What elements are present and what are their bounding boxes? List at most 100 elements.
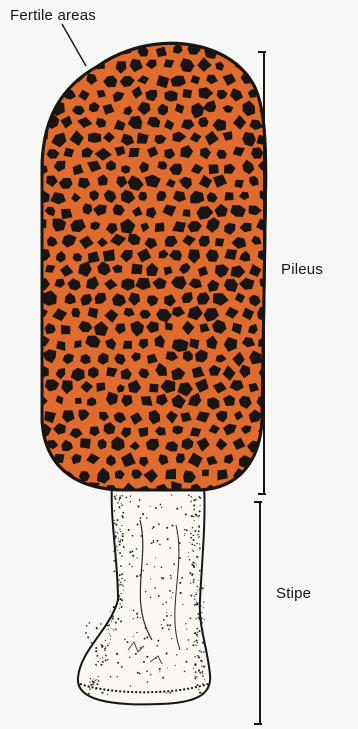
- stipe-stipple-dot: [188, 552, 189, 553]
- stipe-stipple-dot: [159, 668, 161, 670]
- cap-pit: [123, 341, 132, 349]
- cap-pit: [255, 74, 270, 87]
- stipe-stipple-dot: [166, 527, 168, 529]
- stipe-stipple-dot: [114, 520, 115, 521]
- stipe-stipple-dot: [95, 664, 97, 666]
- stipe-stipple-dot: [117, 662, 119, 664]
- stipe-stipple-dot: [139, 499, 141, 501]
- stipe-stipple-dot: [186, 628, 187, 629]
- stipe-stipple-dot: [120, 531, 121, 532]
- stipe-stipple-dot: [146, 670, 148, 672]
- stipe-stipple-dot: [118, 579, 120, 581]
- stipe-stipple-dot: [190, 583, 191, 584]
- stipe-stipple-dot: [112, 618, 113, 619]
- cap-pit: [44, 59, 56, 69]
- stipe-stipple-dot: [147, 681, 148, 682]
- stipe-stipple-dot: [198, 617, 200, 619]
- stipe-stipple-dot: [195, 514, 197, 516]
- stipe-stipple-dot: [119, 595, 120, 596]
- stipe-stipple-dot: [189, 542, 190, 543]
- stipe-stipple-dot: [159, 671, 160, 672]
- stipe-stipple-dot: [161, 624, 162, 625]
- stipe-stipple-dot: [199, 497, 201, 499]
- stipe-stipple-dot: [107, 625, 109, 627]
- stipe-stipple-dot: [202, 675, 204, 677]
- stipe-stipple-dot: [197, 603, 198, 604]
- stipe-bracket: [254, 502, 262, 724]
- stipe-stipple-dot: [139, 673, 141, 675]
- cap-pit: [129, 148, 140, 157]
- cap-pit: [88, 133, 101, 143]
- stipe-stipple-dot: [195, 644, 196, 645]
- stipe-stipple-dot: [85, 632, 87, 634]
- stipe-stipple-dot: [117, 502, 119, 504]
- stipe-stipple-dot: [185, 661, 187, 663]
- stipe-stipple-dot: [92, 683, 94, 685]
- stipe-stipple-dot: [194, 604, 195, 605]
- stipe-stipple-dot: [182, 604, 183, 605]
- stipe-stipple-dot: [184, 529, 185, 530]
- stipe-stipple-dot: [114, 537, 116, 539]
- cap-pit: [35, 455, 48, 469]
- stipe-stipple-dot: [197, 636, 198, 637]
- stipe-stipple-dot: [199, 692, 201, 694]
- stipe-stipple-dot: [124, 580, 125, 581]
- stipe-stipple-dot: [179, 582, 181, 584]
- stipe-stipple-dot: [95, 650, 97, 652]
- stipe-stipple-dot: [114, 510, 116, 512]
- stipe-stipple-dot: [115, 561, 116, 562]
- cap-pit: [266, 59, 277, 71]
- cap-pit: [27, 468, 41, 484]
- stipe-stipple-dot: [203, 602, 204, 603]
- cap-pit: [37, 481, 49, 494]
- stipe-stipple-dot: [124, 639, 126, 641]
- stipe-stipple-dot: [202, 671, 203, 672]
- stipe-stipple-dot: [142, 513, 144, 515]
- cap-pit: [268, 351, 279, 362]
- stipe-stipple-dot: [121, 555, 122, 556]
- stipe-stipple-dot: [118, 500, 119, 501]
- cap-pit: [25, 146, 39, 158]
- stipe-stipple-dot: [115, 622, 117, 624]
- stipe-stipple-dot: [144, 638, 146, 640]
- stipe-stipple-dot: [202, 629, 204, 631]
- stipe-stipple-dot: [107, 645, 109, 647]
- stipe-stipple-dot: [162, 577, 164, 579]
- stipe-stipple-dot: [102, 657, 103, 658]
- stipe-stipple-dot: [190, 537, 192, 539]
- stipe-stipple-dot: [192, 644, 194, 646]
- stipe-stipple-dot: [116, 546, 117, 547]
- stipe-stipple-dot: [132, 551, 134, 553]
- stipe-stipple-dot: [114, 498, 116, 500]
- stipe-stipple-dot: [121, 504, 123, 506]
- stipe-stipple-dot: [193, 668, 194, 669]
- stipe-stipple-dot: [191, 574, 193, 576]
- stipe-stipple-dot: [91, 642, 93, 644]
- stipe-stipple-dot: [108, 629, 109, 630]
- stipe-stipple-dot: [201, 666, 202, 667]
- stipe-stipple-dot: [87, 636, 89, 638]
- cap-pit: [265, 439, 277, 451]
- stipe-stipple-dot: [104, 650, 106, 652]
- stipe-stipple-dot: [139, 647, 141, 649]
- stipe-stipple-dot: [153, 540, 154, 541]
- stipe-stipple-dot: [198, 590, 199, 591]
- stipe-stipple-dot: [188, 556, 189, 557]
- stipe-stipple-dot: [119, 539, 121, 541]
- cap-pit: [155, 222, 165, 232]
- stipe-stipple-dot: [194, 641, 195, 642]
- cap-pit: [27, 265, 39, 278]
- stipe-stipple-dot: [196, 676, 198, 678]
- stipe-stipple-dot: [158, 595, 160, 597]
- stipe-stipple-dot: [201, 622, 203, 624]
- cap-pit: [30, 30, 40, 41]
- stipe-stipple-dot: [171, 494, 172, 495]
- cap-pit: [28, 236, 40, 247]
- stipe-stipple-dot: [201, 652, 202, 653]
- stipe-stipple-dot: [196, 593, 197, 594]
- stipe-stipple-dot: [105, 646, 106, 647]
- stipe-stipple-dot: [119, 544, 121, 546]
- stipe-stipple-dot: [171, 638, 172, 639]
- stipe-stipple-dot: [89, 681, 90, 682]
- pileus-label: Pileus: [281, 261, 323, 278]
